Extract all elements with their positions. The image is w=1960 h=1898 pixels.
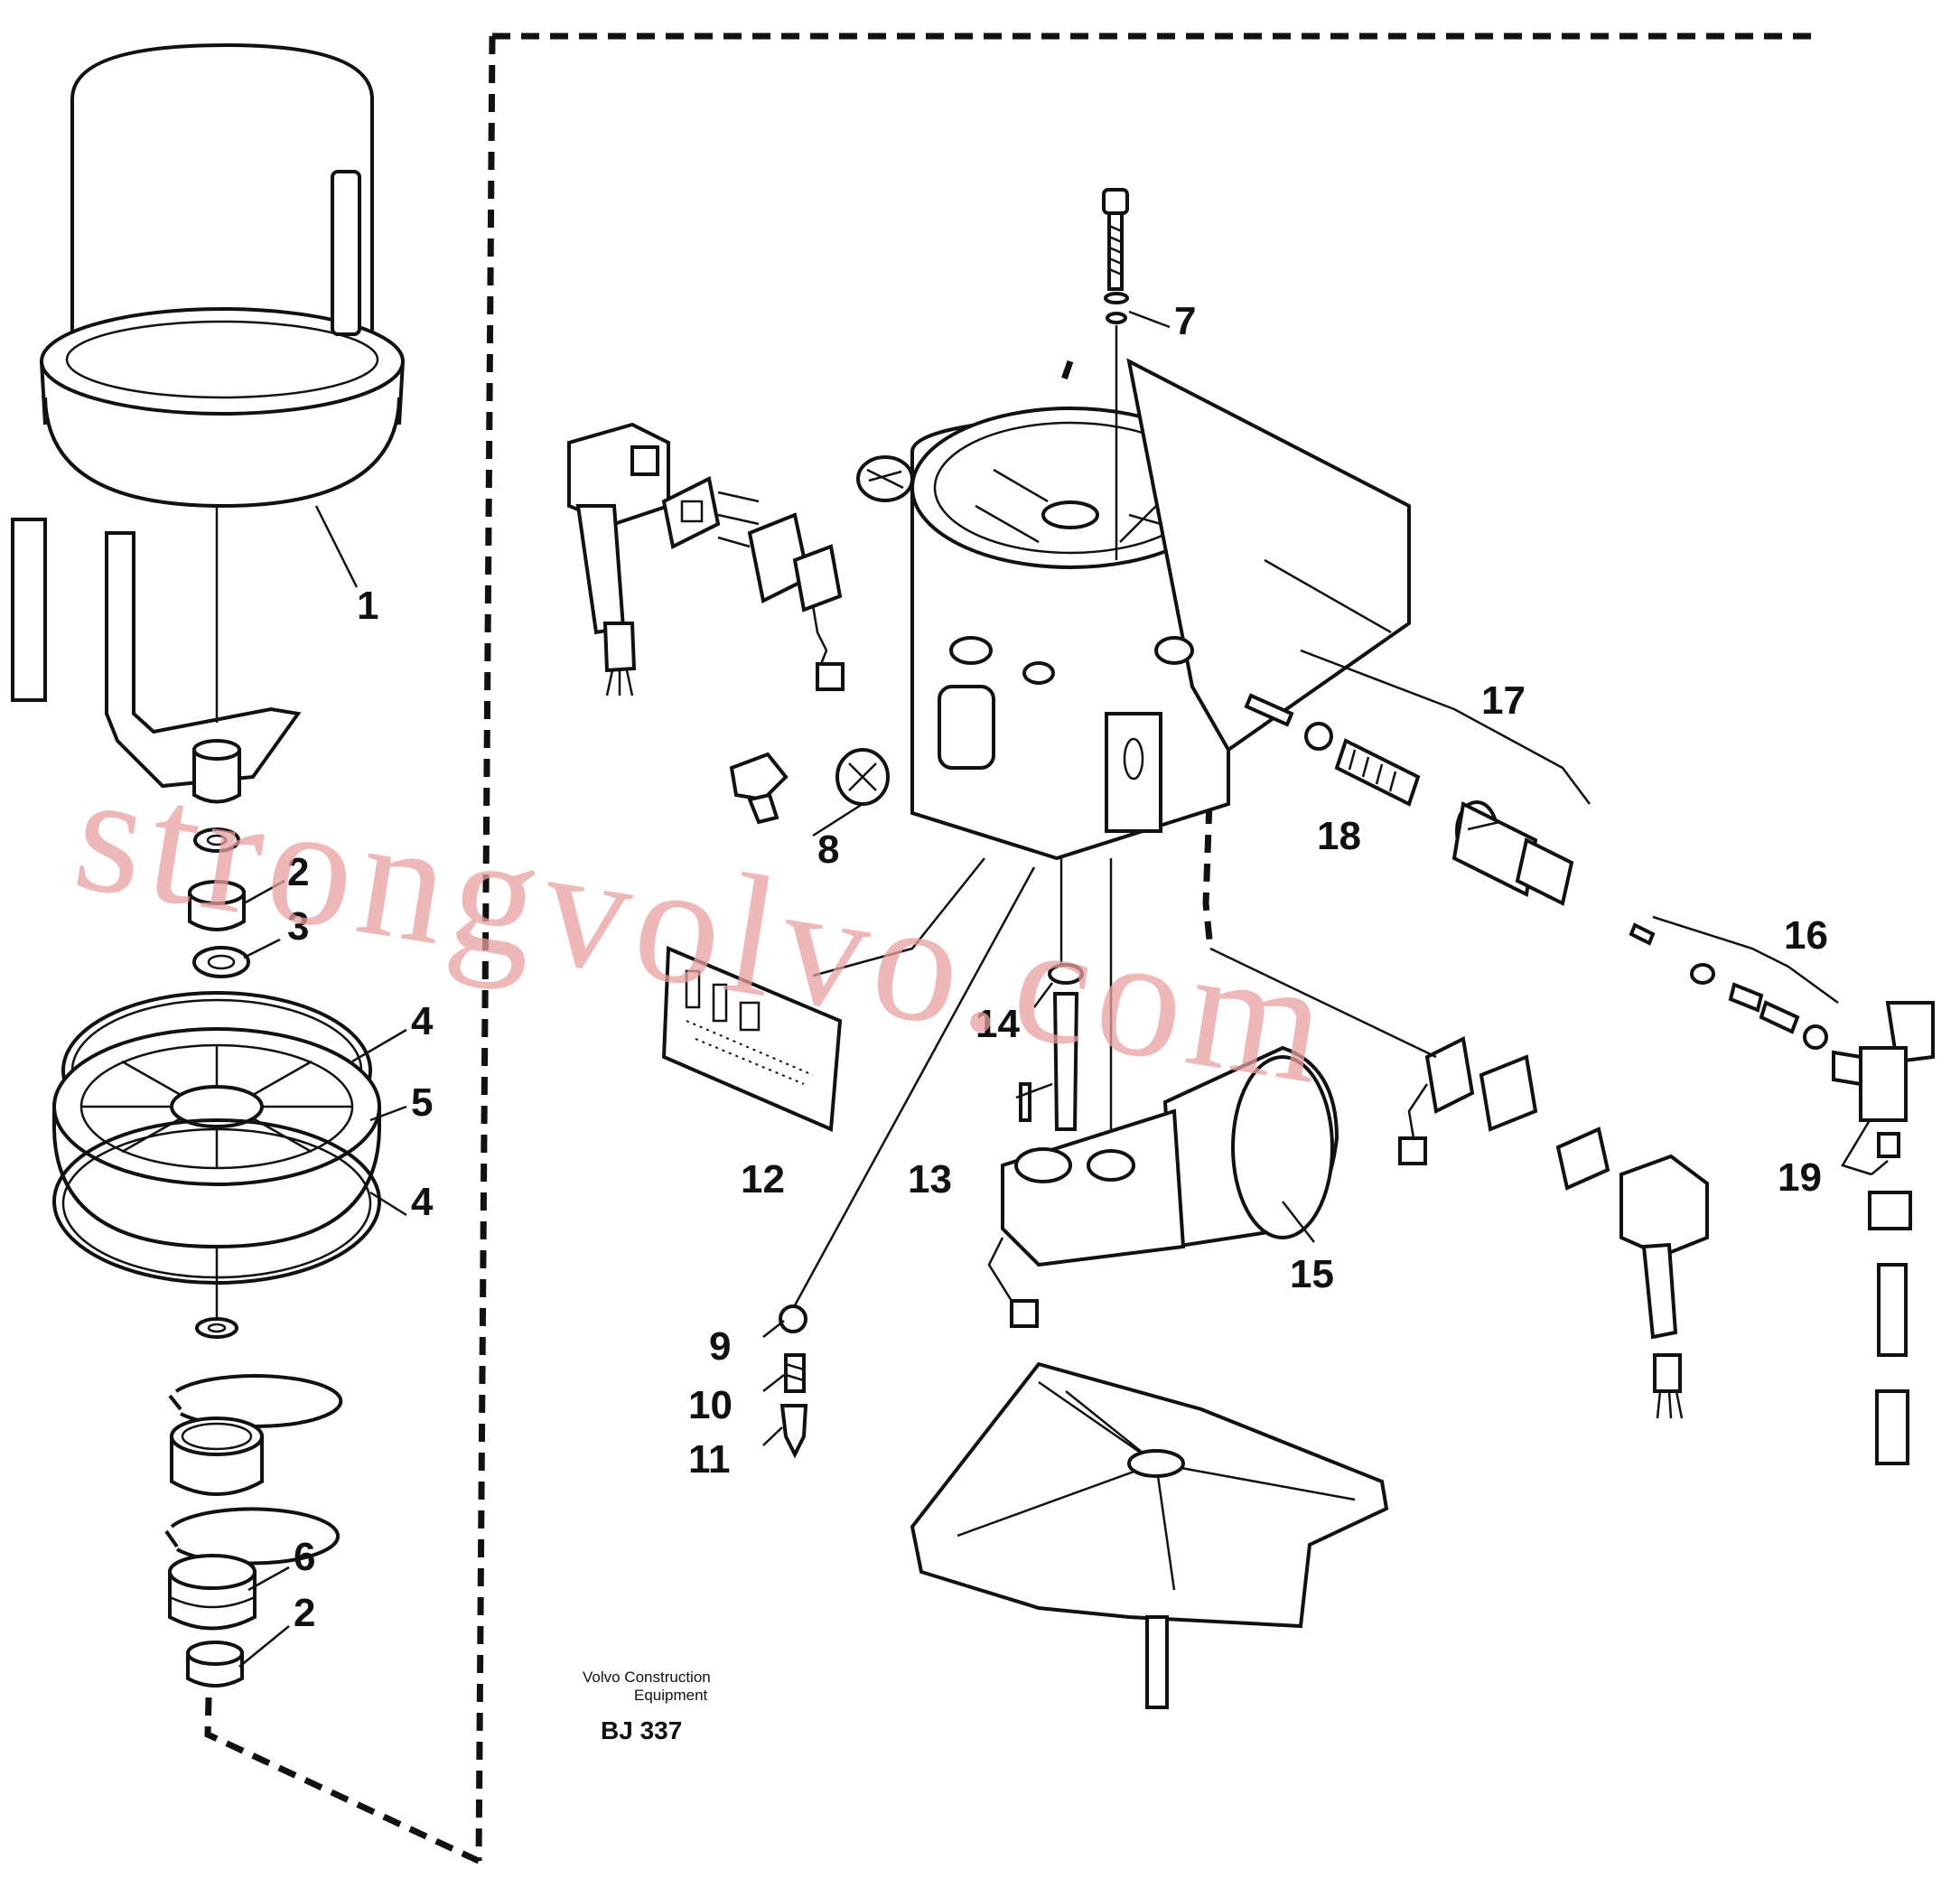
label-part-4-upper: 4 [411, 999, 434, 1043]
washer-17 [1304, 722, 1333, 751]
company-name-line1: Volvo Construction [583, 1669, 711, 1686]
pressure-valve-8 [835, 748, 890, 806]
label-part-1: 1 [357, 584, 378, 628]
seal-9 [779, 1304, 807, 1333]
level-strip-left [11, 518, 47, 702]
dashed-boundary [204, 33, 1815, 1865]
drain-plug [729, 752, 789, 825]
spring-seat-14 [1048, 963, 1084, 985]
label-part-4-lower: 4 [411, 1180, 434, 1224]
gear-motor [987, 1045, 1339, 1328]
base-pin [1145, 1615, 1169, 1709]
label-part-10: 10 [688, 1383, 733, 1427]
bushing-lower [186, 1641, 244, 1688]
label-part-3: 3 [287, 904, 309, 949]
circuit-board [661, 946, 843, 1132]
valve-kit-16 [1629, 922, 1828, 1050]
housing-flange-plate [1105, 712, 1162, 833]
plug-screw [856, 455, 914, 502]
label-part-14: 14 [975, 1002, 1020, 1046]
housing-port-front [1022, 661, 1055, 685]
socket-block-right [1398, 1036, 1538, 1165]
label-part-5: 5 [411, 1080, 433, 1125]
label-part-11: 11 [688, 1437, 731, 1482]
label-part-13: 13 [908, 1157, 952, 1201]
label-part-19: 19 [1778, 1155, 1822, 1200]
drawing-reference: BJ 337 [601, 1716, 682, 1744]
label-part-8: 8 [817, 827, 839, 872]
base-plate [910, 1361, 1389, 1629]
fitting-18 [1451, 801, 1574, 906]
stirring-paddle [105, 531, 302, 804]
label-part-9: 9 [709, 1324, 731, 1369]
washer-small-upper [193, 827, 240, 853]
piston-6 [168, 1554, 257, 1631]
seal-ring-3 [192, 946, 250, 978]
label-part-16: 16 [1784, 913, 1828, 958]
pump-element [1019, 992, 1079, 1131]
gasket-left [661, 476, 721, 549]
follower-plate [52, 1027, 381, 1249]
socket-block-left [747, 512, 845, 691]
label-part-7: 7 [1174, 299, 1196, 343]
screw-top [1102, 188, 1129, 324]
label-part-2-upper: 2 [287, 850, 309, 894]
label-part-18: 18 [1317, 814, 1361, 858]
label-part-12: 12 [741, 1157, 785, 1201]
housing-port-right [1154, 636, 1194, 665]
electrical-plug-right [1619, 1154, 1709, 1419]
spring-17 [1334, 738, 1421, 807]
leader-lines [238, 310, 1889, 1668]
spring-10 [784, 1353, 806, 1393]
label-part-6: 6 [294, 1535, 315, 1579]
housing-port-left [949, 636, 993, 665]
elbow-fitting-19 [1832, 1001, 1935, 1465]
label-part-2-lower: 2 [294, 1591, 315, 1635]
housing-window [938, 685, 995, 770]
pin-17 [1244, 693, 1294, 727]
sleeve [170, 1416, 264, 1496]
electrical-plug-left [567, 422, 670, 697]
company-name-line2: Equipment [634, 1687, 708, 1704]
reservoir-bowl [40, 42, 405, 509]
gasket-right [1555, 1127, 1610, 1191]
center-axis [1059, 325, 1118, 1129]
label-part-15: 15 [1290, 1252, 1334, 1296]
valve-11 [779, 1404, 808, 1459]
bushing-upper [188, 880, 246, 931]
label-part-17: 17 [1481, 678, 1526, 723]
screws-left [717, 491, 760, 548]
washer-small-lower [195, 1317, 238, 1339]
